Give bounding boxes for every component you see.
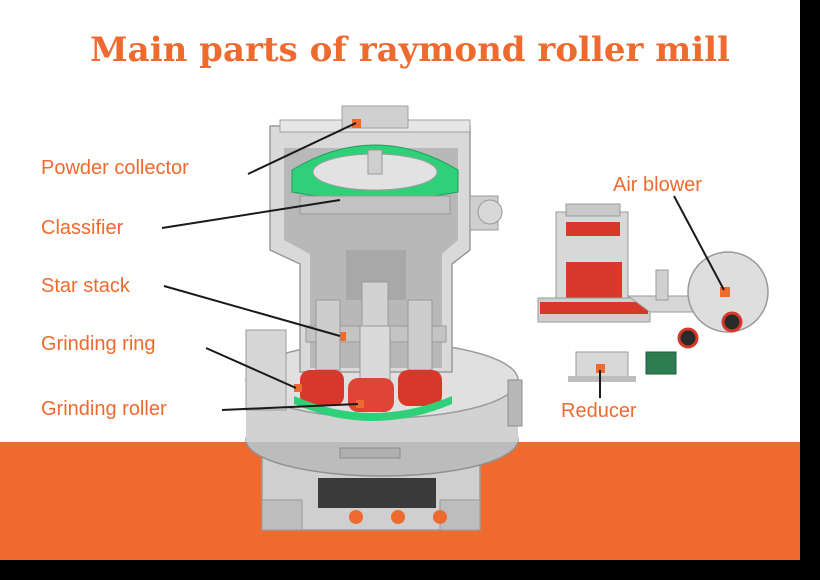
air-blower-marker <box>720 287 730 297</box>
base-bolt <box>349 510 363 524</box>
grinding-ring-green <box>294 396 452 421</box>
label-powder-collector: Powder collector <box>41 157 189 179</box>
callout-line-air-blower <box>673 195 725 291</box>
blower-pulley <box>677 327 699 349</box>
grinding-roller-red <box>398 370 442 406</box>
mill-base-opening <box>318 478 436 508</box>
collector-marker <box>352 119 361 128</box>
small-mill-top <box>565 203 621 217</box>
base-bolt <box>391 510 405 524</box>
callout-line-grinding-roller <box>221 403 359 411</box>
reducer-marker <box>596 364 605 373</box>
callout-lines <box>161 122 725 411</box>
callout-line-star-stack <box>163 285 341 337</box>
roller-column <box>407 299 433 371</box>
blower-pulley <box>721 311 743 333</box>
callout-line-classifier <box>161 199 341 229</box>
reducer-motor <box>645 351 677 375</box>
star-stack-marker <box>337 332 346 341</box>
small-mill-rollers <box>566 262 622 298</box>
chamber-handle <box>339 447 401 459</box>
callout-line-grinding-ring <box>205 347 297 389</box>
vertical-pipe <box>655 269 669 301</box>
reducer-stand <box>568 376 636 382</box>
main-mill <box>245 105 523 531</box>
label-classifier: Classifier <box>41 217 124 239</box>
base-bolt <box>433 510 447 524</box>
label-star-stack: Star stack <box>41 275 130 297</box>
side-box <box>245 329 287 411</box>
label-air-blower: Air blower <box>613 174 702 196</box>
small-mill-ring <box>540 302 648 314</box>
mill-system-small <box>537 203 769 382</box>
side-gearbox-wheel <box>477 199 503 225</box>
side-handle <box>507 379 523 427</box>
grinding-ring-marker <box>294 384 302 392</box>
label-grinding-roller: Grinding roller <box>41 398 167 420</box>
small-mill-rotor <box>566 222 620 236</box>
classifier-shaft <box>299 195 451 215</box>
classifier-spindle <box>367 149 383 175</box>
grinding-roller-marker <box>356 400 364 408</box>
base-foot-left <box>261 499 303 531</box>
label-grinding-ring: Grinding ring <box>41 333 156 355</box>
page-title: Main parts of raymond roller mill <box>90 30 730 70</box>
callout-line-powder-collector <box>247 122 357 175</box>
grinding-roller-red <box>300 370 344 406</box>
label-reducer: Reducer <box>561 400 637 422</box>
grinding-roller-red <box>348 378 394 412</box>
